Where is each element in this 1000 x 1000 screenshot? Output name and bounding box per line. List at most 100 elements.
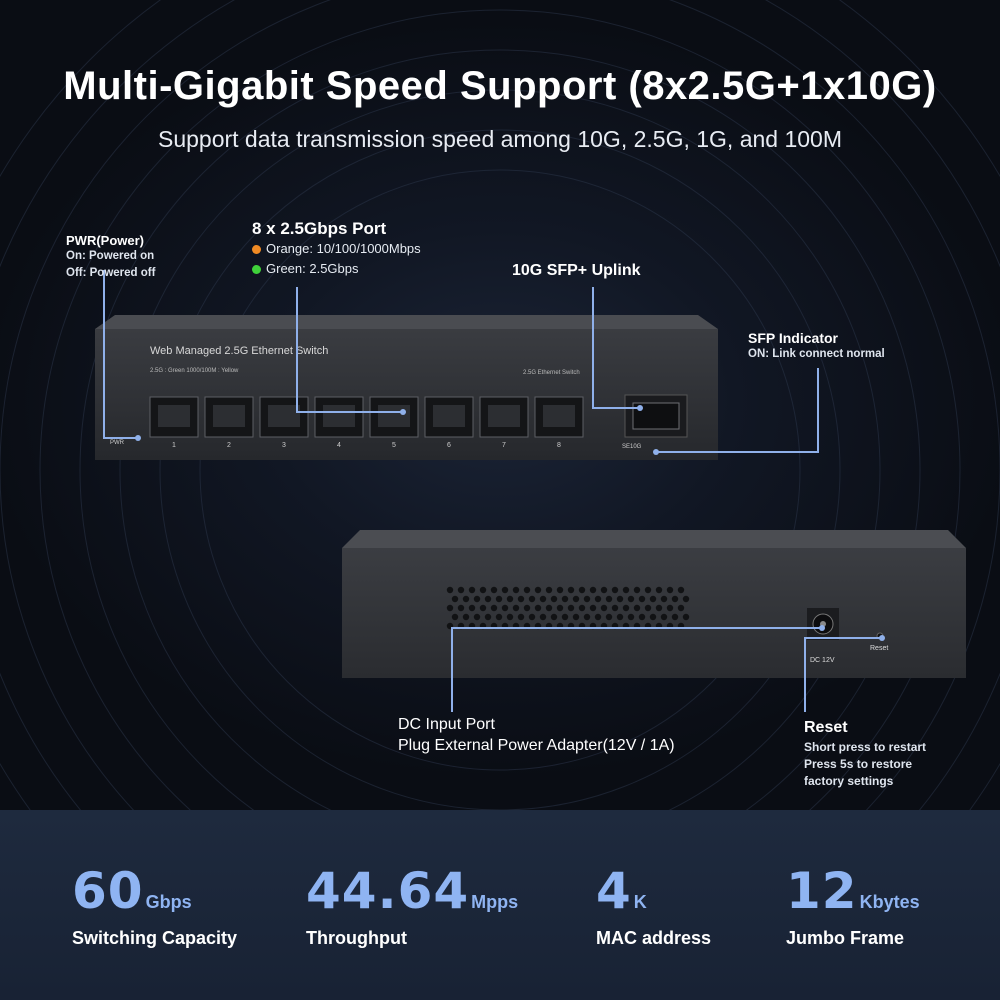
vent-hole xyxy=(495,595,503,603)
stat-label: Jumbo Frame xyxy=(786,928,905,948)
vent-hole xyxy=(611,586,619,594)
vent-hole xyxy=(583,613,591,621)
dc-port-label: DC 12V xyxy=(810,657,835,664)
vent-hole xyxy=(633,622,641,630)
vent-hole xyxy=(655,604,663,612)
vent-hole xyxy=(446,604,454,612)
callout-reset-line1: Short press to restart xyxy=(804,740,927,754)
vent-hole xyxy=(501,586,509,594)
vent-hole xyxy=(506,595,514,603)
green-led-icon xyxy=(252,265,261,274)
vent-hole xyxy=(578,604,586,612)
vent-hole xyxy=(572,595,580,603)
vent-hole xyxy=(484,613,492,621)
vent-hole xyxy=(578,586,586,594)
vent-hole xyxy=(655,586,663,594)
vent-hole xyxy=(638,613,646,621)
vent-hole xyxy=(523,586,531,594)
vent-hole xyxy=(600,604,608,612)
rj45-port-contacts xyxy=(488,405,520,427)
vent-hole xyxy=(468,622,476,630)
orange-led-icon xyxy=(252,245,261,254)
vent-hole xyxy=(649,613,657,621)
vent-hole xyxy=(677,604,685,612)
port-number-label: 7 xyxy=(502,442,506,449)
vent-hole xyxy=(446,622,454,630)
vent-hole xyxy=(517,595,525,603)
vent-hole xyxy=(473,613,481,621)
vent-hole xyxy=(484,595,492,603)
vent-hole xyxy=(616,595,624,603)
vent-hole xyxy=(655,622,663,630)
vent-hole xyxy=(644,604,652,612)
vent-hole xyxy=(517,613,525,621)
vent-hole xyxy=(468,586,476,594)
reset-hole-label: Reset xyxy=(870,645,889,652)
vent-hole xyxy=(512,622,520,630)
vent-hole xyxy=(649,595,657,603)
vent-hole xyxy=(567,586,575,594)
vent-hole xyxy=(622,622,630,630)
rj45-port-contacts xyxy=(268,405,300,427)
vent-hole xyxy=(660,613,668,621)
vent-hole xyxy=(490,586,498,594)
vent-hole xyxy=(611,622,619,630)
vent-hole xyxy=(550,613,558,621)
vent-hole xyxy=(534,622,542,630)
vent-hole xyxy=(550,595,558,603)
callout-ports-orange: Orange: 10/100/1000Mbps xyxy=(266,241,421,256)
vent-hole xyxy=(512,604,520,612)
callout-reset-line2: Press 5s to restore xyxy=(804,757,913,771)
switch-front-graphic xyxy=(95,315,718,460)
vent-hole xyxy=(561,595,569,603)
vent-hole xyxy=(605,613,613,621)
vent-hole xyxy=(682,595,690,603)
vent-hole xyxy=(539,613,547,621)
vent-hole xyxy=(605,595,613,603)
callout-sfp-indicator: SFP Indicator ON: Link connect normal xyxy=(748,330,885,363)
stat-value: 60 xyxy=(72,862,144,920)
switch-back-panel: DC 12V Reset xyxy=(342,530,966,678)
vent-hole xyxy=(501,604,509,612)
vent-hole xyxy=(512,586,520,594)
switch-back-graphic xyxy=(342,530,966,678)
stat-label: Throughput xyxy=(306,928,407,948)
vent-hole xyxy=(479,586,487,594)
vent-hole xyxy=(528,595,536,603)
vent-hole xyxy=(457,604,465,612)
background-arcs xyxy=(0,0,1000,810)
vent-hole xyxy=(589,604,597,612)
vent-hole xyxy=(462,613,470,621)
page-subtitle: Support data transmission speed among 10… xyxy=(157,126,842,152)
port-number-label: 2 xyxy=(227,442,231,449)
vent-hole xyxy=(446,586,454,594)
vent-hole xyxy=(583,595,591,603)
vent-hole xyxy=(600,622,608,630)
stat-unit: K xyxy=(633,892,647,912)
vent-hole xyxy=(671,595,679,603)
vent-hole xyxy=(457,586,465,594)
stat-label: MAC address xyxy=(596,928,712,948)
port-number-label: 4 xyxy=(337,442,341,449)
vent-hole xyxy=(561,613,569,621)
callout-ports: 8 x 2.5Gbps Port Orange: 10/100/1000Mbps… xyxy=(252,219,421,279)
vent-hole xyxy=(622,604,630,612)
vent-hole xyxy=(457,622,465,630)
page-title: Multi-Gigabit Speed Support (8x2.5G+1x10… xyxy=(63,64,937,108)
port-number-label: 1 xyxy=(172,442,176,449)
vent-hole xyxy=(611,604,619,612)
callout-ports-title: 8 x 2.5Gbps Port xyxy=(252,219,387,238)
vent-hole xyxy=(594,595,602,603)
callout-pwr-line1: On: Powered on xyxy=(66,250,155,262)
vent-hole xyxy=(545,586,553,594)
vent-hole xyxy=(622,586,630,594)
vent-hole xyxy=(671,613,679,621)
switch-led-legend: 2.5G : Green 1000/100M : Yellow xyxy=(150,368,239,374)
vent-hole xyxy=(666,622,674,630)
vent-hole xyxy=(644,586,652,594)
vent-hole xyxy=(666,604,674,612)
vent-hole xyxy=(490,622,498,630)
vent-hole xyxy=(506,613,514,621)
callout-dc: DC Input Port Plug External Power Adapte… xyxy=(398,714,675,756)
